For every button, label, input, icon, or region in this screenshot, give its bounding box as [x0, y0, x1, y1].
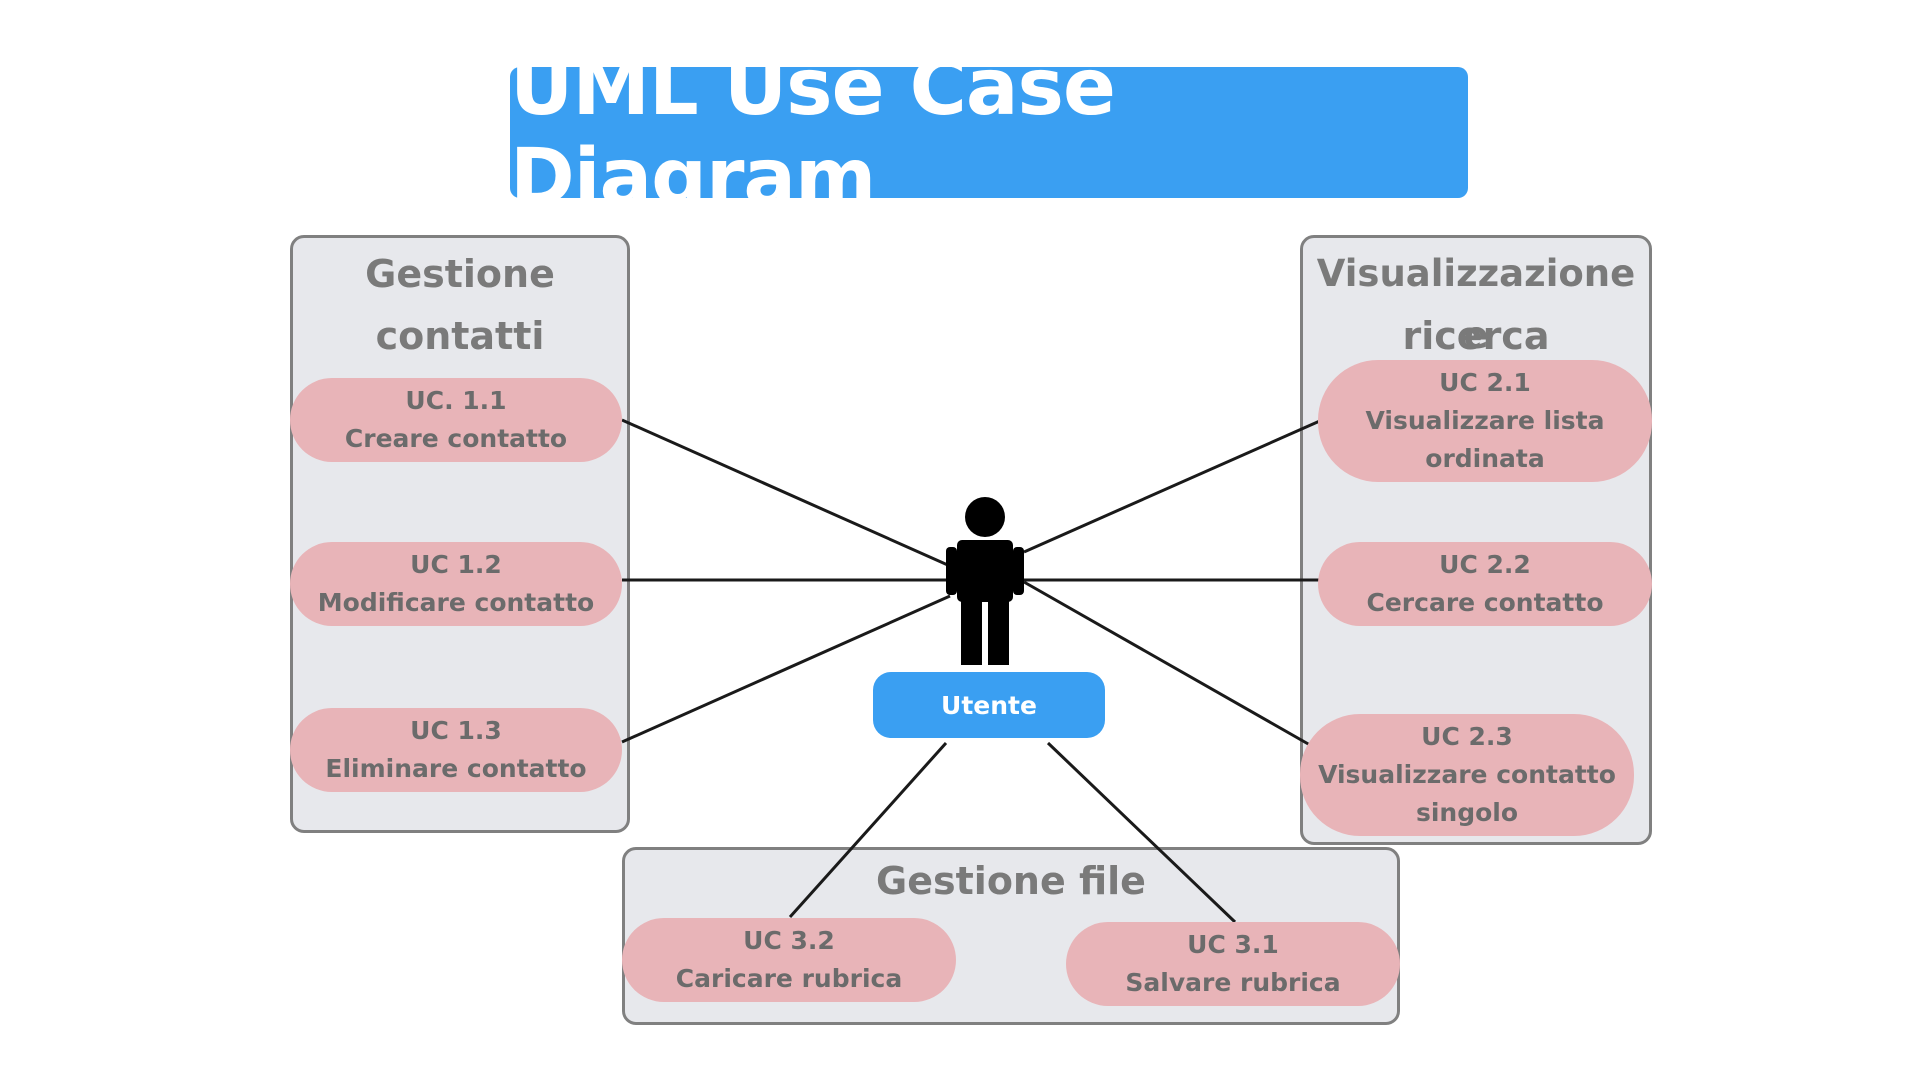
usecase-1-3[interactable]: UC 1.3 Eliminare contatto: [290, 708, 622, 792]
usecase-label: Creare contatto: [344, 424, 568, 453]
usecase-id: UC 2.3: [1421, 722, 1513, 751]
usecase-label: Caricare rubrica: [675, 964, 903, 993]
package-title-line: Gestione: [365, 252, 555, 296]
usecase-2-1[interactable]: UC 2.1 Visualizzare lista ordinata: [1318, 360, 1652, 482]
package-title-line: Visualizzazione e: [1316, 252, 1636, 357]
usecase-label: Modificare contatto: [317, 588, 595, 617]
usecase-1-1[interactable]: UC. 1.1 Creare contatto: [290, 378, 622, 462]
usecase-id: UC 3.2: [743, 926, 835, 955]
package-title-line: contatti: [375, 314, 545, 358]
diagram-title-banner: UML Use Case Diagram: [510, 43, 1468, 223]
usecase-id: UC. 1.1: [405, 386, 507, 415]
usecase-label: Visualizzare contatto: [1318, 760, 1616, 789]
association-uc-1-1: [621, 418, 951, 568]
usecase-label: Salvare rubrica: [1125, 968, 1341, 997]
usecase-id: UC 1.2: [410, 550, 502, 579]
package-title: Gestione file: [876, 859, 1146, 903]
usecase-label: Eliminare contatto: [325, 754, 587, 783]
usecase-1-2[interactable]: UC 1.2 Modificare contatto: [290, 542, 622, 626]
actor-label-utente[interactable]: Utente: [873, 672, 1105, 738]
usecase-label: ordinata: [1425, 444, 1545, 473]
person-icon[interactable]: [945, 495, 1025, 665]
diagram-title: UML Use Case Diagram: [510, 42, 1116, 223]
association-uc-2-1: [1023, 418, 1323, 554]
usecase-label: singolo: [1415, 798, 1519, 827]
package-title-line: ricerca: [1402, 314, 1550, 358]
usecase-id: UC 3.1: [1187, 930, 1279, 959]
usecase-label: Cercare contatto: [1366, 588, 1604, 617]
usecase-2-2[interactable]: UC 2.2 Cercare contatto: [1318, 542, 1652, 626]
usecase-id: UC 2.1: [1439, 368, 1531, 397]
usecase-id: UC 2.2: [1439, 550, 1531, 579]
usecase-label: Visualizzare lista: [1365, 406, 1605, 435]
usecase-2-3[interactable]: UC 2.3 Visualizzare contatto singolo: [1300, 714, 1634, 836]
usecase-id: UC 1.3: [410, 716, 502, 745]
usecase-3-2[interactable]: UC 3.2 Caricare rubrica: [622, 918, 956, 1002]
usecase-3-1[interactable]: UC 3.1 Salvare rubrica: [1066, 922, 1400, 1006]
